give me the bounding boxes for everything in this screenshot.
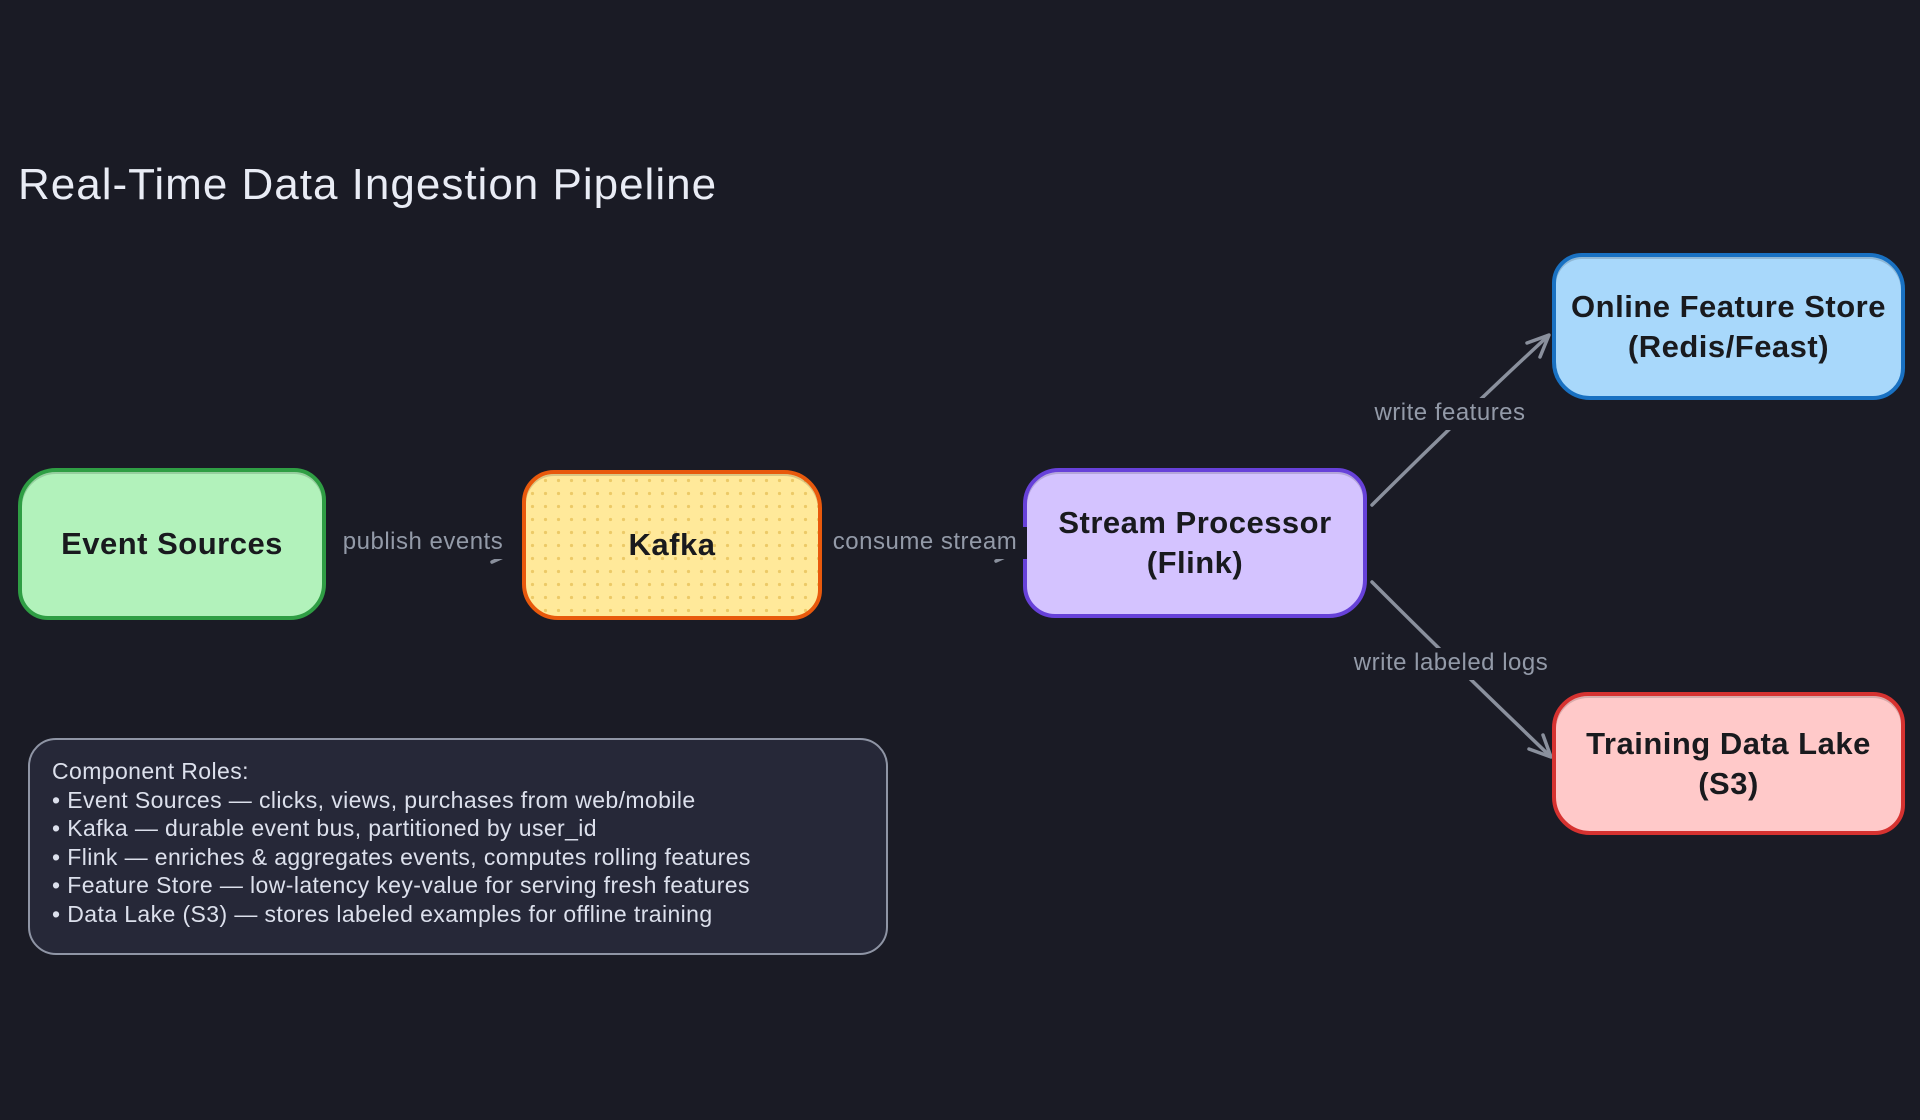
note-line-kafka: • Kafka — durable event bus, partitioned… xyxy=(52,815,597,841)
notes-heading: Component Roles: xyxy=(52,758,249,784)
node-event-sources-label: Event Sources xyxy=(61,526,283,562)
edge-label-publish-events: publish events xyxy=(328,527,518,559)
node-online-feature-store: Online Feature Store (Redis/Feast) xyxy=(1552,253,1905,400)
node-kafka-label: Kafka xyxy=(628,527,716,563)
diagram-title: Real-Time Data Ingestion Pipeline xyxy=(18,160,718,209)
node-online-feature-store-sublabel: (Redis/Feast) xyxy=(1627,328,1830,364)
note-line-flink: • Flink — enriches & aggregates events, … xyxy=(52,843,751,870)
node-training-data-lake-sublabel: (S3) xyxy=(1698,765,1759,801)
edge-label-write-features: write features xyxy=(1352,398,1548,430)
note-line-event-sources: • Event Sources — clicks, views, purchas… xyxy=(52,786,696,813)
note-line-feature-store: • Feature Store — low-latency key-value … xyxy=(52,872,750,898)
edge-label-consume-stream: consume stream xyxy=(823,527,1027,559)
edge-label-write-labeled-logs: write labeled logs xyxy=(1341,648,1561,680)
node-kafka: Kafka xyxy=(522,470,822,620)
node-training-data-lake: Training Data Lake (S3) xyxy=(1552,692,1905,835)
arrowhead-stream-processor-to-data-lake xyxy=(1527,733,1553,759)
component-roles-note: Component Roles: • Event Sources — click… xyxy=(28,738,888,955)
arrowhead-stream-processor-to-feature-store xyxy=(1525,333,1551,359)
node-online-feature-store-label: Online Feature Store xyxy=(1571,288,1886,324)
note-line-data-lake: • Data Lake (S3) — stores labeled exampl… xyxy=(52,900,713,927)
node-stream-processor: Stream Processor (Flink) xyxy=(1023,468,1367,618)
node-event-sources: Event Sources xyxy=(18,468,326,620)
node-stream-processor-sublabel: (Flink) xyxy=(1146,545,1244,580)
node-stream-processor-label: Stream Processor xyxy=(1058,505,1332,541)
node-training-data-lake-label: Training Data Lake xyxy=(1586,725,1871,761)
